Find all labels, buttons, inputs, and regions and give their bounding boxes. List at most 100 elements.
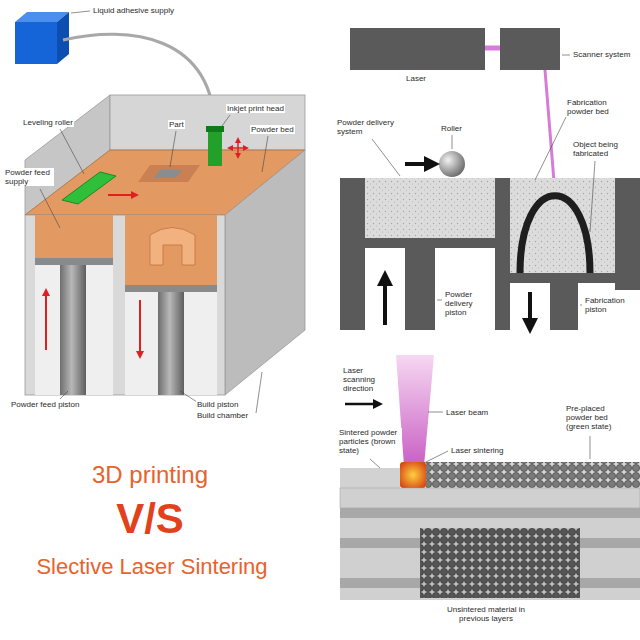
part-label: Roller [440, 124, 463, 133]
leader-line [180, 391, 197, 402]
binder-jet-printer [154, 170, 182, 178]
title-text: 3D printing [20, 462, 280, 488]
binder-jet-printer [138, 165, 200, 182]
sls-machine [405, 162, 432, 166]
sintering-detail [340, 488, 640, 508]
part-label: Laser [405, 74, 427, 83]
sls-machine [545, 70, 555, 194]
leader-line [60, 129, 84, 174]
sls-machine [365, 178, 495, 238]
part-label: Laser sintering [450, 446, 504, 455]
leader-line [222, 115, 230, 126]
part-label: Fabrication piston [584, 296, 636, 314]
sls-machine [615, 178, 640, 290]
leader-line [370, 412, 590, 468]
sls-machine [510, 178, 615, 273]
title-text: Slective Laser Sintering [2, 555, 302, 579]
binder-jet-printer [35, 258, 113, 265]
part-label: Leveling roller [22, 118, 74, 127]
binder-jet-printer [35, 215, 113, 260]
part-label: Inkjet print head [226, 104, 285, 113]
sintering-detail [340, 468, 400, 488]
binder-jet-printer [150, 228, 195, 266]
binder-jet-printer [45, 292, 47, 350]
part-label: Sintered powder particles (brown state) [338, 428, 402, 456]
binder-jet-printer [60, 265, 86, 395]
part-label: Pre-placed powder bed (green state) [565, 404, 629, 432]
leader-line [60, 391, 68, 399]
sintering-detail [345, 403, 378, 406]
part-label: Fabrication powder bed [566, 98, 628, 116]
binder-jet-printer [15, 12, 305, 395]
binder-jet-printer [125, 292, 217, 395]
leader-line [437, 300, 442, 301]
title-text: V/S [20, 496, 280, 542]
sls-machine [365, 238, 495, 248]
sls-machine [350, 28, 485, 70]
binder-jet-printer [15, 22, 57, 64]
binder-jet-printer [125, 285, 217, 292]
binder-jet-printer [158, 292, 184, 395]
sintering-detail [340, 508, 640, 518]
part-label: Powder delivery system [336, 118, 408, 136]
sintering-detail [420, 528, 580, 598]
leader-line [170, 131, 176, 167]
leader-line [535, 117, 566, 180]
leader-line [580, 305, 582, 306]
sls-machine [500, 28, 560, 70]
binder-jet-printer [139, 300, 141, 355]
part-label: Build piston [196, 400, 239, 409]
leader-line [256, 372, 262, 413]
sls-machine [340, 28, 640, 330]
binder-jet-printer [62, 172, 116, 204]
part-label: Powder feed supply [4, 168, 54, 186]
leader-line [452, 135, 453, 149]
sls-machine [520, 196, 590, 273]
leader-line [590, 161, 595, 232]
binder-jet-printer [237, 140, 239, 156]
part-label: Part [168, 120, 185, 129]
leader-line [562, 55, 570, 56]
sintering-detail [426, 462, 640, 488]
leader-line [262, 136, 268, 172]
leader-line [40, 11, 268, 413]
leader-line [40, 189, 60, 228]
binder-jet-printer [110, 95, 305, 150]
sls-machine [405, 248, 435, 330]
binder-jet-printer [208, 132, 222, 166]
part-label: Scanner system [572, 50, 631, 59]
leader-line [71, 11, 90, 13]
sintering-detail [340, 355, 640, 600]
part-label: Powder bed [250, 125, 295, 134]
leader-line [428, 412, 443, 413]
part-label: Build chamber [196, 411, 249, 420]
sintering-detail [400, 462, 426, 488]
part-label: Laser scanning direction [342, 366, 394, 394]
sls-machine [510, 273, 615, 283]
binder-jet-printer [25, 215, 225, 395]
leader-line [372, 55, 595, 305]
part-label: Unsintered material in previous layers [430, 605, 542, 623]
binder-jet-printer [35, 260, 113, 395]
sls-machine [383, 278, 387, 325]
part-label: Powder feed piston [10, 400, 81, 409]
sls-machine [340, 178, 365, 330]
part-label: Powder delivery piston [444, 290, 486, 318]
part-label: Object being fabricated [572, 140, 634, 158]
part-label: Liquid adhesive supply [92, 6, 175, 15]
leader-line [370, 459, 380, 468]
binder-jet-printer [206, 126, 224, 132]
sls-machine [485, 46, 500, 51]
binder-jet-printer [225, 150, 305, 395]
leader-line [424, 451, 448, 463]
sls-machine [495, 178, 510, 330]
sls-machine [550, 283, 578, 330]
sls-machine [528, 292, 532, 326]
binder-jet-printer [108, 194, 135, 196]
binder-jet-printer [125, 215, 217, 287]
sls-machine [439, 151, 465, 177]
part-label: Laser beam [445, 408, 489, 417]
